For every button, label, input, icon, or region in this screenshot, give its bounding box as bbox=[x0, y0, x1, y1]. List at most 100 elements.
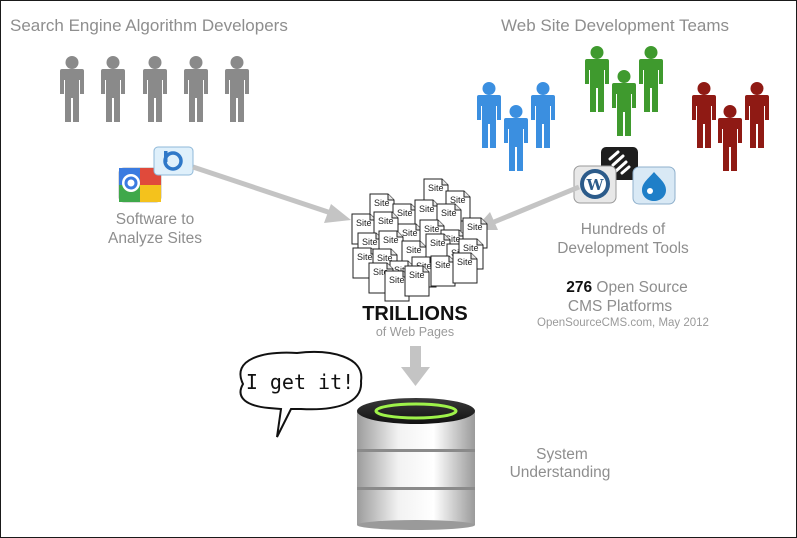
site-page-label: Site bbox=[378, 216, 394, 226]
arrow-down-to-database bbox=[401, 346, 430, 386]
site-page-icon: Site bbox=[389, 260, 415, 292]
site-page-label: Site bbox=[394, 265, 410, 275]
site-page-label: Site bbox=[397, 208, 413, 218]
person-icon bbox=[60, 56, 84, 122]
arrow-right-to-center bbox=[474, 184, 580, 230]
blue-team-group bbox=[477, 82, 555, 171]
trillions-title: TRILLIONS bbox=[362, 303, 468, 325]
site-page-label: Site bbox=[356, 218, 372, 228]
site-page-label: Site bbox=[406, 245, 422, 255]
site-page-icon: Site bbox=[384, 270, 410, 302]
bottom-caption-line2: Understanding bbox=[510, 464, 611, 481]
site-page-icon: Site bbox=[352, 247, 378, 279]
site-page-icon: Site bbox=[397, 223, 423, 255]
site-page-label: Site bbox=[463, 243, 479, 253]
site-page-icon: Site bbox=[401, 240, 427, 272]
site-page-label: Site bbox=[435, 260, 451, 270]
speech-bubble: I get it! bbox=[239, 351, 363, 438]
site-page-icon: Site bbox=[452, 252, 478, 284]
site-page-label: Site bbox=[374, 198, 390, 208]
wordpress-icon: W bbox=[573, 165, 617, 204]
site-page-label: Site bbox=[416, 261, 432, 271]
site-page-icon: Site bbox=[419, 219, 445, 251]
site-page-icon: Site bbox=[369, 193, 395, 225]
site-page-icon: Site bbox=[414, 199, 440, 231]
site-page-label: Site bbox=[373, 267, 389, 277]
person-icon bbox=[184, 56, 208, 122]
person-icon bbox=[692, 82, 716, 148]
arrow-left-to-center bbox=[192, 164, 351, 223]
person-icon bbox=[612, 70, 636, 136]
person-icon bbox=[585, 46, 609, 112]
red-team-group bbox=[692, 82, 769, 171]
cms-count: 276 bbox=[566, 279, 592, 296]
site-page-label: Site bbox=[450, 195, 466, 205]
right-caption-line2: Development Tools bbox=[557, 240, 689, 257]
site-page-icon: Site bbox=[392, 203, 418, 235]
site-page-label: Site bbox=[428, 183, 444, 193]
cms-count-rest: Open Source bbox=[592, 279, 688, 296]
site-page-label: Site bbox=[441, 208, 457, 218]
right-caption-line1: Hundreds of bbox=[581, 221, 666, 238]
analysis-software-icons bbox=[118, 146, 194, 203]
site-page-label: Site bbox=[457, 257, 473, 267]
drupal-icon bbox=[632, 166, 676, 205]
cms-tool-icons: W bbox=[573, 147, 676, 205]
person-icon bbox=[745, 82, 769, 148]
trillions-subtitle: of Web Pages bbox=[376, 325, 454, 339]
person-icon bbox=[101, 56, 125, 122]
right-heading: Web Site Development Teams bbox=[501, 16, 729, 35]
cms-platforms-label: CMS Platforms bbox=[568, 298, 672, 315]
site-page-label: Site bbox=[357, 252, 373, 262]
left-caption-line2: Analyze Sites bbox=[108, 230, 202, 247]
site-page-label: Site bbox=[383, 235, 399, 245]
site-page-icon: Site bbox=[357, 232, 383, 264]
database-icon bbox=[357, 398, 475, 530]
person-icon bbox=[143, 56, 167, 122]
site-page-label: Site bbox=[467, 222, 483, 232]
site-page-icon: Site bbox=[425, 233, 451, 265]
site-page-icon: Site bbox=[445, 190, 471, 222]
person-icon bbox=[639, 46, 663, 112]
site-page-label: Site bbox=[424, 224, 440, 234]
site-page-icon: Site bbox=[411, 256, 437, 288]
site-page-label: Site bbox=[430, 238, 446, 248]
cms-count-line: 276 Open Source bbox=[566, 279, 688, 296]
site-page-label: Site bbox=[445, 234, 461, 244]
bing-icon bbox=[153, 146, 194, 176]
person-icon bbox=[718, 105, 742, 171]
person-icon bbox=[531, 82, 555, 148]
green-team-group bbox=[585, 46, 663, 136]
site-page-label: Site bbox=[419, 204, 435, 214]
site-page-icon: Site bbox=[430, 255, 456, 287]
svg-text:W: W bbox=[586, 176, 605, 194]
site-page-icon: Site bbox=[351, 213, 377, 245]
person-icon bbox=[225, 56, 249, 122]
site-page-icon: Site bbox=[440, 229, 466, 261]
site-page-label: Site bbox=[362, 237, 378, 247]
gray-people-group bbox=[60, 56, 249, 122]
site-page-label: Site bbox=[377, 253, 393, 263]
site-page-icon: Site bbox=[458, 238, 484, 270]
person-icon bbox=[504, 105, 528, 171]
site-page-label: Site bbox=[389, 275, 405, 285]
bottom-caption-line1: System bbox=[536, 446, 588, 463]
person-icon bbox=[477, 82, 501, 148]
site-page-label: Site bbox=[402, 228, 418, 238]
site-page-icon: Site bbox=[404, 265, 430, 297]
left-caption-line1: Software to bbox=[116, 211, 194, 228]
bubble-text: I get it! bbox=[246, 370, 354, 394]
site-page-icon: Site bbox=[462, 217, 488, 249]
site-page-label: Site bbox=[409, 270, 425, 280]
cms-source-label: OpenSourceCMS.com, May 2012 bbox=[537, 317, 709, 329]
site-page-icon: Site bbox=[423, 178, 449, 210]
site-page-icon: Site bbox=[368, 262, 394, 294]
site-page-icon: Site bbox=[436, 203, 462, 235]
site-page-icon: Site bbox=[378, 230, 404, 262]
site-page-icon: Site bbox=[373, 211, 399, 243]
left-heading: Search Engine Algorithm Developers bbox=[10, 16, 288, 35]
site-page-icon: Site bbox=[372, 248, 398, 280]
